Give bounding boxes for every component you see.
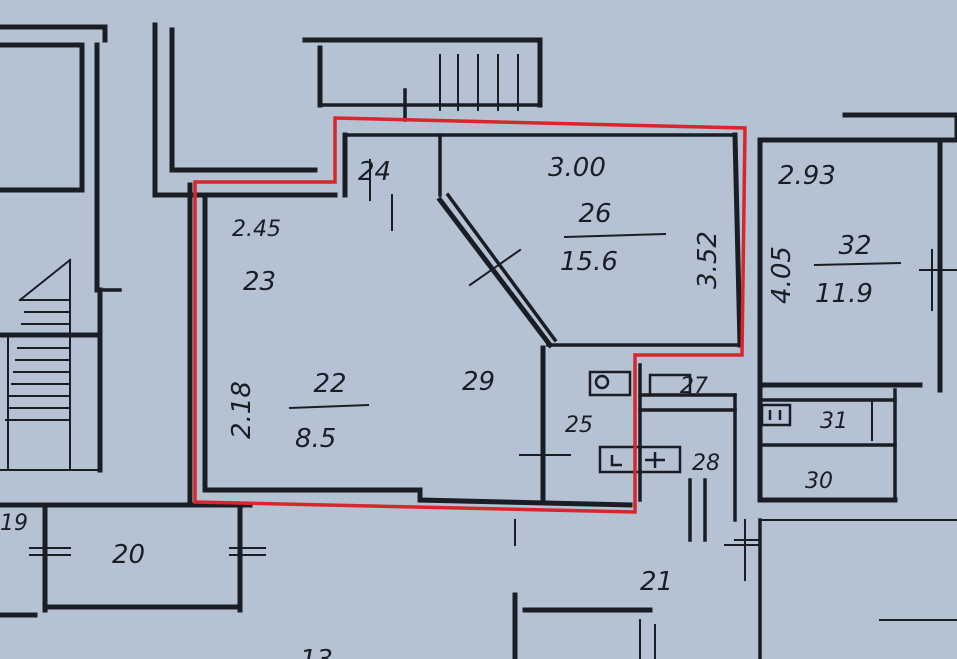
walls-apartment <box>187 132 743 508</box>
room-labels: 3.00 26 15.6 3.52 24 2.45 23 22 8.5 2.18… <box>0 153 902 659</box>
room-22-area: 8.5 <box>295 424 336 454</box>
room-28-label: 28 <box>692 451 720 476</box>
room-27-label: 27 <box>680 374 708 399</box>
room-30-label: 30 <box>805 469 833 494</box>
dim-r22-width: 2.45 <box>232 217 281 242</box>
room-29-label: 29 <box>462 367 495 397</box>
stairs-left <box>0 258 103 473</box>
dim-r32-depth: 4.05 <box>767 246 797 304</box>
room-32-area: 11.9 <box>815 279 873 309</box>
room-19-label: 19 <box>0 511 28 536</box>
room-21-label: 21 <box>640 567 673 597</box>
dim-r32-width: 2.93 <box>778 161 836 191</box>
stairs-top <box>302 37 543 122</box>
room-22-number: 22 <box>313 369 346 399</box>
dim-r22-depth: 2.18 <box>227 381 257 439</box>
room-24-label: 24 <box>358 157 391 187</box>
room-13-label: 13 <box>300 645 333 659</box>
room-31-label: 31 <box>820 409 848 434</box>
apartment-highlight-outline <box>193 116 747 514</box>
walls-upper-left <box>0 22 338 293</box>
room-23-label: 23 <box>243 267 276 297</box>
dim-r26-depth: 3.52 <box>693 231 723 289</box>
fixtures <box>519 370 792 474</box>
room-26-area: 15.6 <box>560 247 618 277</box>
walls-bottom <box>0 502 957 659</box>
room-26-number: 26 <box>578 199 611 229</box>
room-25-label: 25 <box>565 413 593 438</box>
dim-r26-width: 3.00 <box>548 153 606 183</box>
room-20-label: 20 <box>112 540 145 570</box>
room-32-number: 32 <box>838 231 871 261</box>
